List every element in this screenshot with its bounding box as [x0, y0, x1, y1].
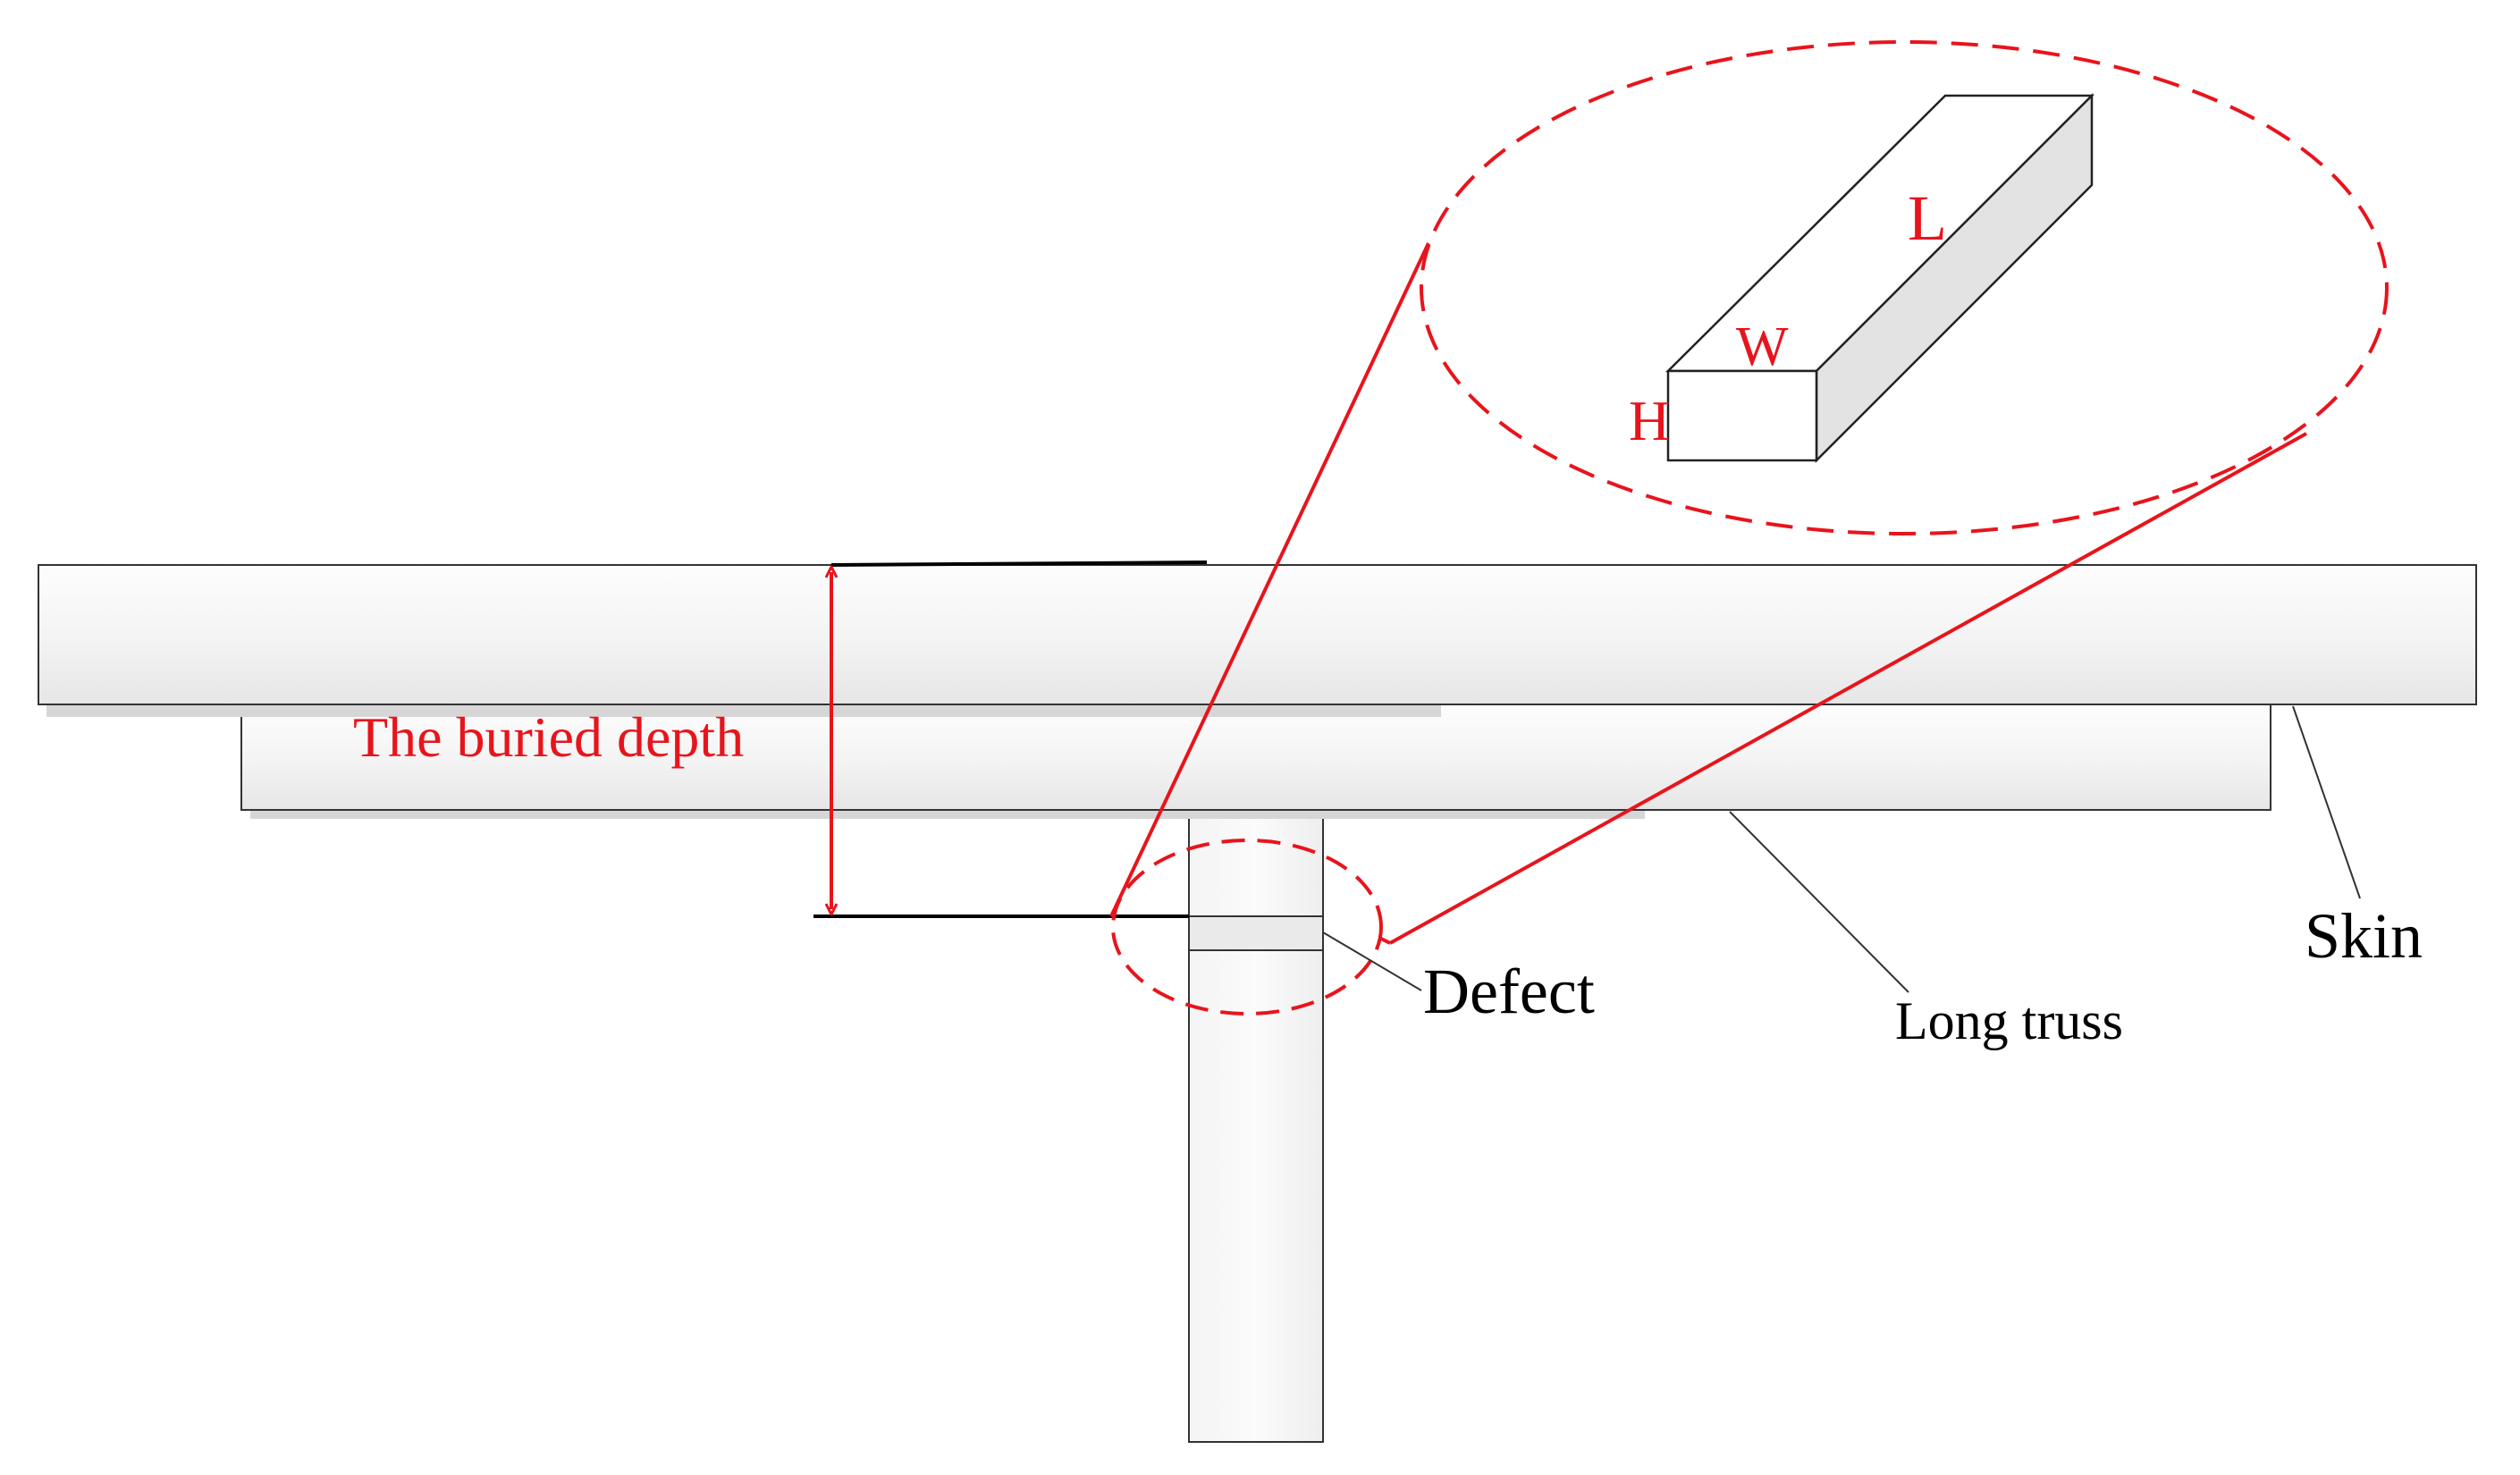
stringer-web [1188, 808, 1324, 1443]
buried-depth-label: The buried depth [353, 705, 744, 769]
long-truss-label: Long truss [1895, 991, 2123, 1050]
defect-label: Defect [1423, 956, 1595, 1027]
defect-block-3d [1665, 92, 2095, 464]
defect-slice [1188, 915, 1324, 951]
skin-plate [38, 564, 2477, 717]
zoom-connector-lines [1109, 242, 2307, 945]
defect-highlight-ellipse [1111, 839, 1383, 1016]
depth-reference-lines [813, 560, 1208, 918]
dimension-height-label: H [1629, 389, 1670, 452]
skin-label: Skin [2305, 900, 2423, 972]
dimension-length-label: L [1908, 182, 1947, 254]
dimension-width-label: W [1736, 316, 1789, 377]
leader-lines [1322, 705, 2361, 993]
long-truss-flange [240, 704, 2271, 819]
